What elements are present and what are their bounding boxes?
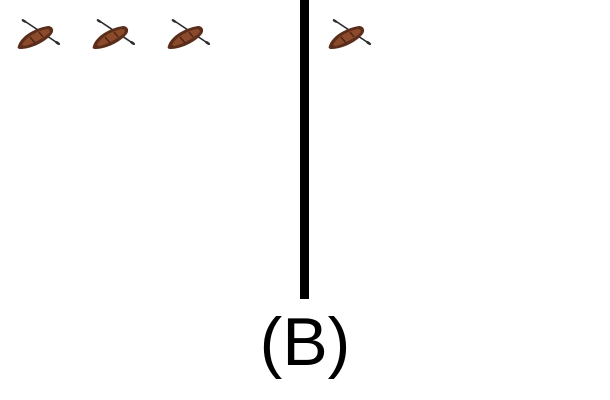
divider-line <box>300 0 309 299</box>
rowboat-icon <box>90 18 136 52</box>
rowboat-icon <box>165 18 211 52</box>
rowboat-icon <box>326 18 372 52</box>
rowboat-icon <box>15 18 61 52</box>
option-label: (B) <box>259 304 351 380</box>
